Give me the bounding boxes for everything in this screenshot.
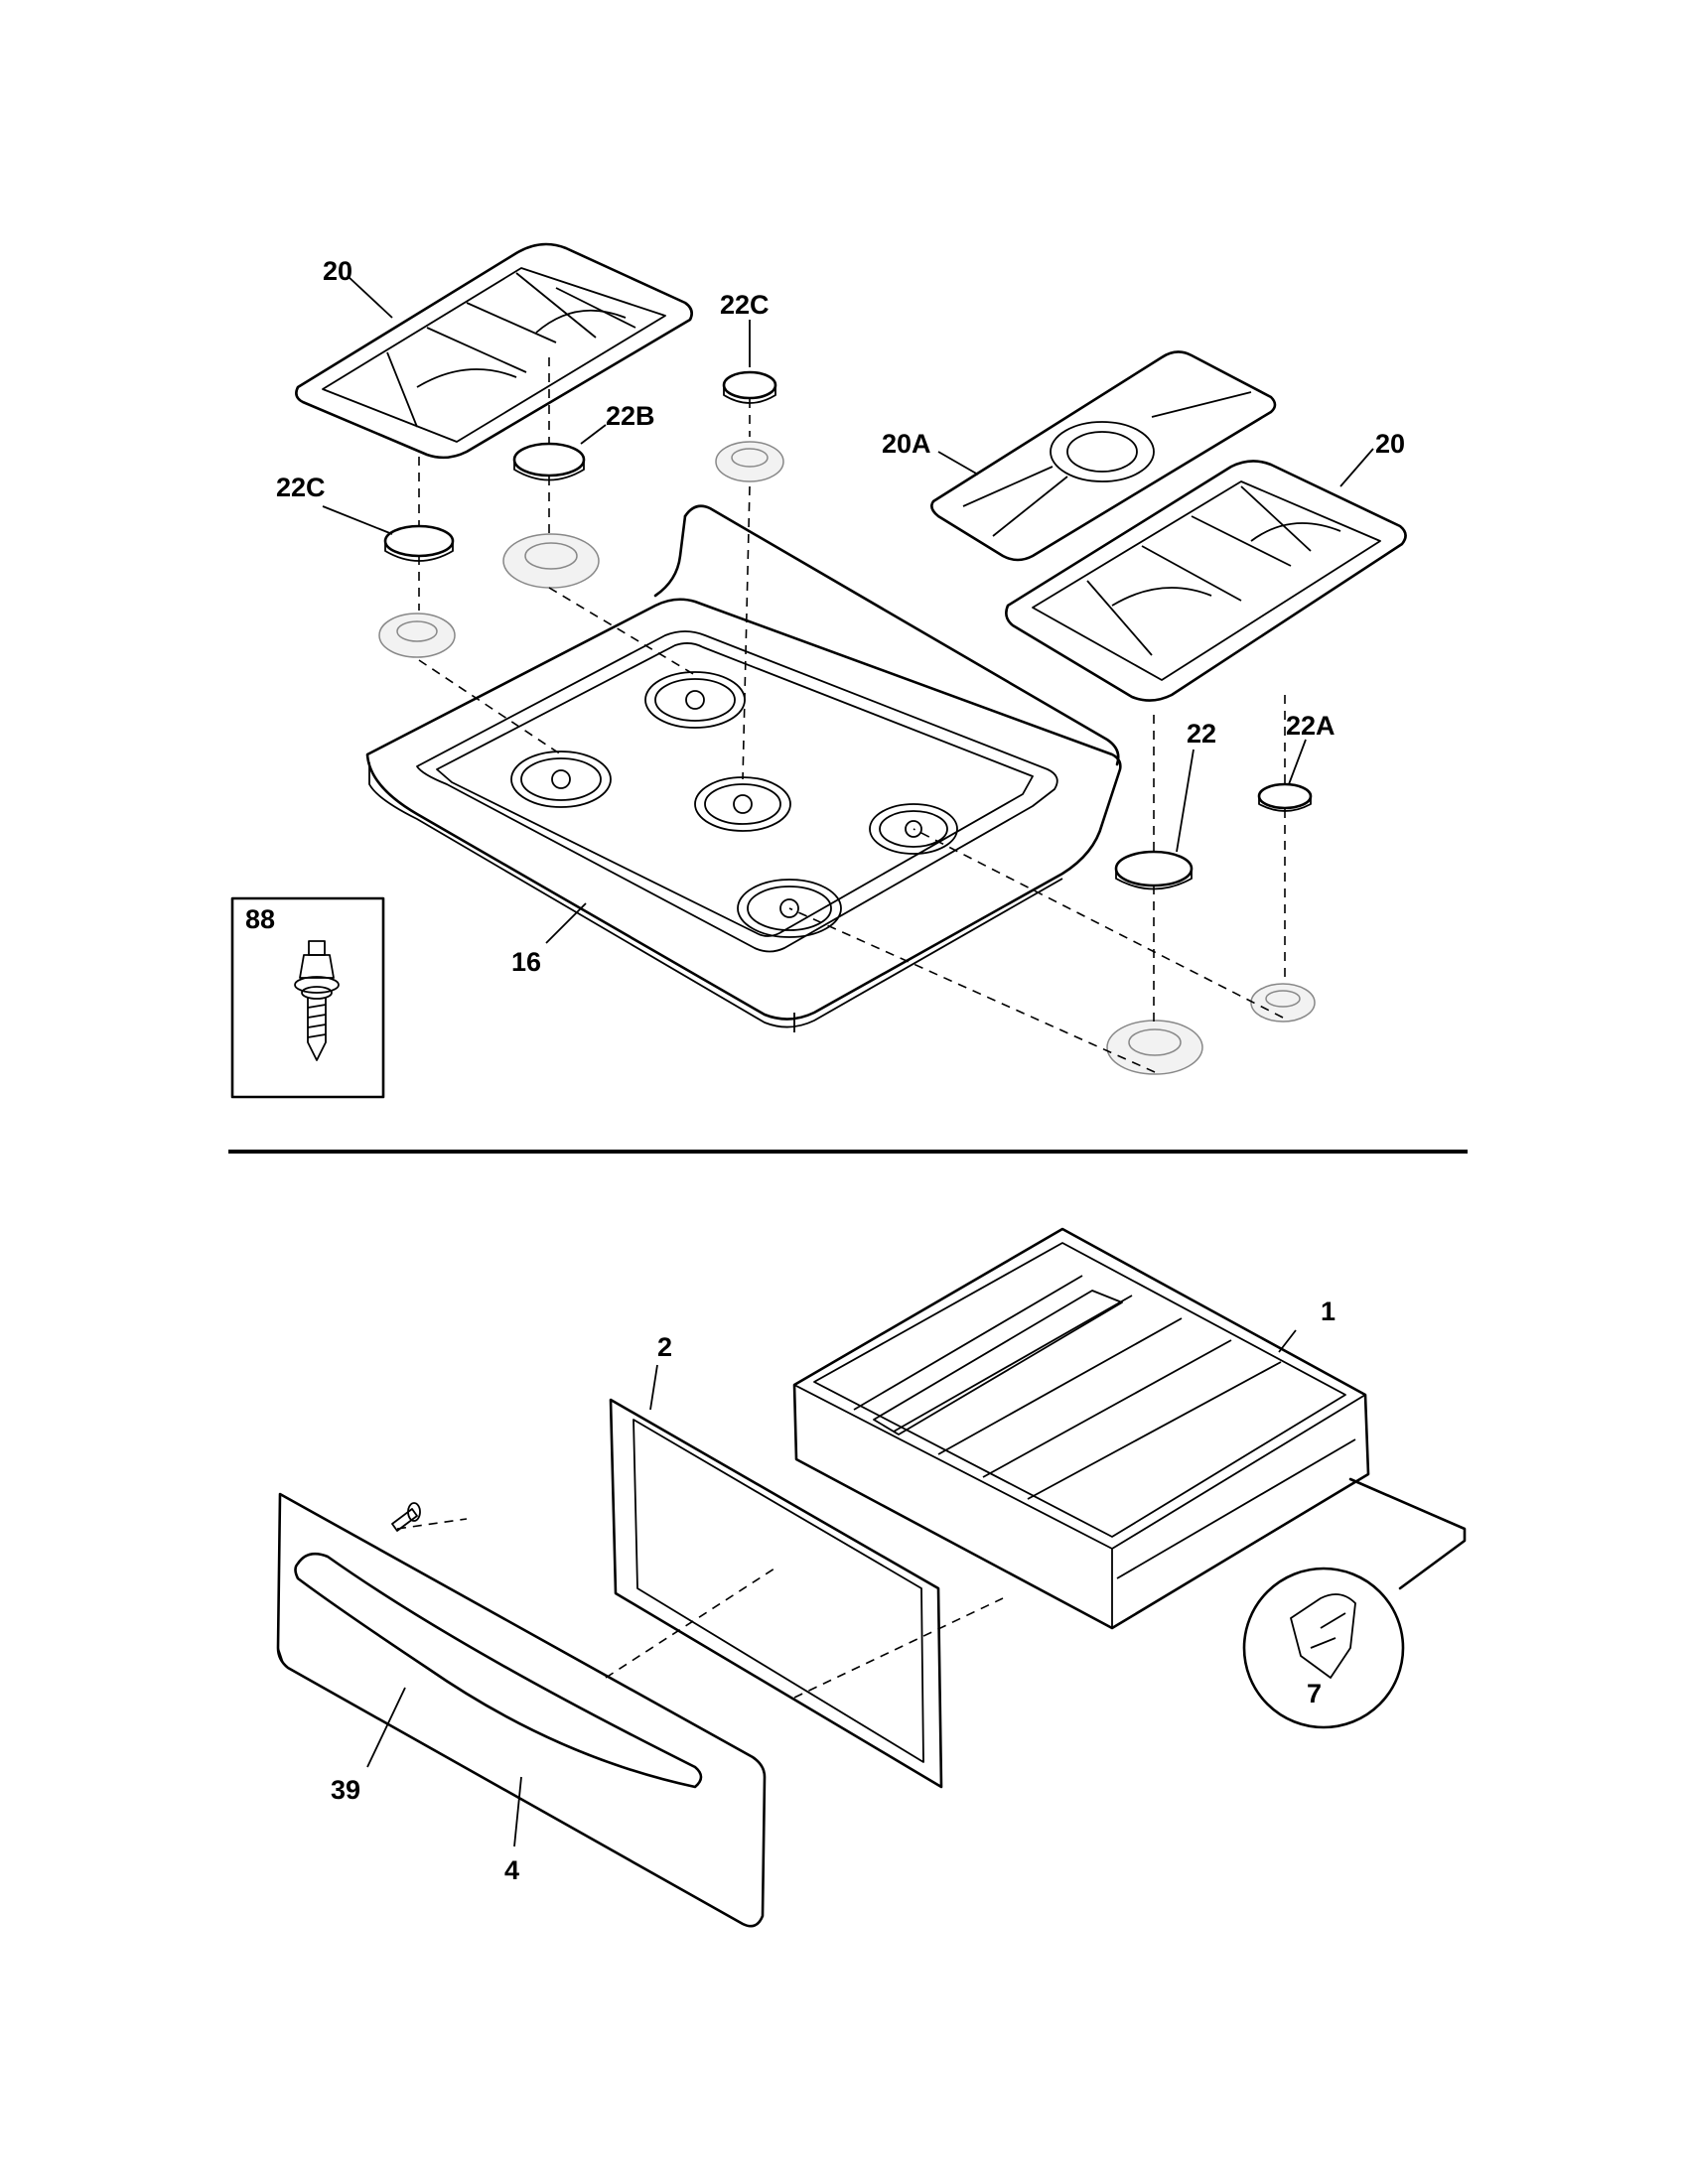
label-grate-left: 20 bbox=[323, 256, 352, 286]
drawer-frame bbox=[609, 1398, 943, 1789]
burner-ring-rear-left bbox=[510, 751, 612, 808]
burner-ring-right bbox=[869, 803, 958, 855]
label-cap-rear-left: 22B bbox=[606, 401, 655, 431]
drawer-body bbox=[792, 1227, 1370, 1630]
clip-inset bbox=[1242, 1477, 1467, 1729]
label-cap-rear-center: 22C bbox=[720, 290, 770, 320]
label-clip-inset: 7 bbox=[1307, 1679, 1322, 1708]
label-screw-inset: 88 bbox=[245, 904, 275, 934]
leader-lines bbox=[322, 275, 1374, 1847]
label-cooktop: 16 bbox=[511, 947, 541, 977]
burner-ring-front bbox=[737, 879, 842, 938]
label-grate-right: 20 bbox=[1375, 429, 1405, 459]
label-drawer-body: 1 bbox=[1321, 1297, 1336, 1326]
callout-labels: 20 22C 22B 22C 20A 20 22 22A 16 88 1 2 3… bbox=[245, 256, 1405, 1885]
assembly-lines-bottom bbox=[396, 1518, 1004, 1699]
label-cap-front-right: 22 bbox=[1187, 719, 1216, 749]
cap-front-right bbox=[1114, 850, 1194, 890]
drawer-handle bbox=[294, 1552, 703, 1789]
cooktop-tray bbox=[365, 504, 1122, 1032]
screw-inset-box bbox=[230, 896, 385, 1099]
grate-left bbox=[295, 242, 693, 460]
label-cap-rear-right: 22A bbox=[1286, 711, 1336, 741]
grate-center bbox=[930, 350, 1277, 562]
cap-left bbox=[383, 524, 455, 562]
front-screw-icon bbox=[391, 1502, 421, 1532]
label-drawer-frame: 2 bbox=[657, 1332, 672, 1362]
burner-head-front bbox=[1106, 1020, 1203, 1075]
label-drawer-handle: 39 bbox=[331, 1775, 360, 1805]
screw-icon bbox=[294, 940, 340, 1061]
burner-head-rear-left bbox=[502, 533, 600, 589]
cap-rear-center bbox=[722, 370, 777, 404]
burner-head-left bbox=[378, 613, 456, 658]
label-cap-left: 22C bbox=[276, 473, 326, 502]
burner-head-rear-center bbox=[715, 441, 784, 482]
label-drawer-front: 4 bbox=[504, 1855, 519, 1885]
drawer-front bbox=[276, 1492, 767, 1928]
cap-rear-right bbox=[1257, 782, 1313, 812]
clip-icon bbox=[1290, 1593, 1356, 1679]
assembly-lines-top bbox=[418, 357, 1286, 1073]
grate-right bbox=[1005, 460, 1407, 702]
burner-head-right bbox=[1250, 983, 1316, 1023]
label-grate-center: 20A bbox=[882, 429, 931, 459]
cap-rear-left bbox=[512, 442, 586, 481]
